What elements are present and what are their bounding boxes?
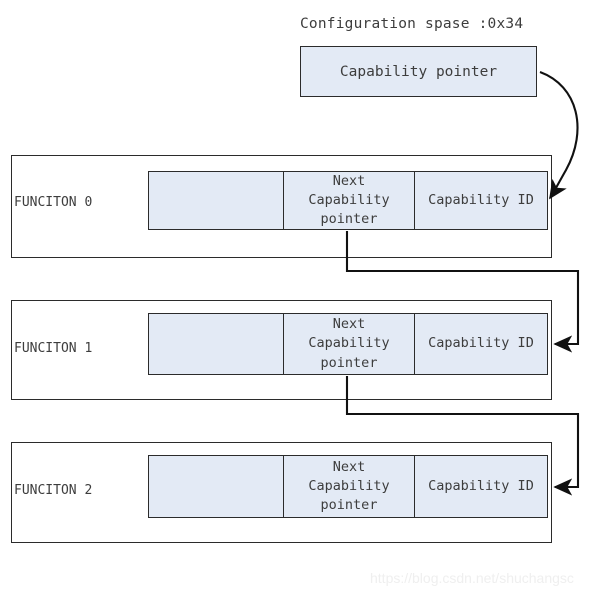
next-cap-ptr-line3-1: pointer bbox=[320, 354, 378, 371]
configuration-space-title: Configuration spase :0x34 bbox=[300, 16, 524, 32]
cell-empty-0 bbox=[149, 172, 283, 229]
next-cap-ptr-line3-2: pointer bbox=[320, 497, 378, 514]
function-row-0 bbox=[11, 155, 552, 258]
function-label-0: FUNCITON 0 bbox=[14, 195, 93, 210]
capability-pointer-label: Capability pointer bbox=[339, 63, 498, 80]
function-row-2 bbox=[11, 442, 552, 543]
watermark: https://blog.csdn.net/shuchangsc bbox=[370, 570, 574, 586]
next-cap-ptr-line1-0: Next bbox=[332, 172, 366, 189]
cell-next-capability-pointer-1: Next Capability pointer bbox=[283, 314, 414, 374]
cell-empty-1 bbox=[149, 314, 283, 374]
cell-capability-id-0: Capability ID bbox=[414, 172, 547, 229]
next-cap-ptr-line2-0: Capability bbox=[308, 191, 390, 208]
cell-capability-id-1: Capability ID bbox=[414, 314, 547, 374]
next-cap-ptr-line1-1: Next bbox=[332, 316, 366, 333]
next-cap-ptr-line1-2: Next bbox=[332, 458, 366, 475]
function-cells-1: Next Capability pointer Capability ID bbox=[148, 313, 548, 375]
function-cells-0: Next Capability pointer Capability ID bbox=[148, 171, 548, 230]
function-row-1 bbox=[11, 300, 552, 400]
function-cells-2: Next Capability pointer Capability ID bbox=[148, 455, 548, 518]
next-cap-ptr-line2-1: Capability bbox=[308, 335, 390, 352]
cell-empty-2 bbox=[149, 456, 283, 517]
cell-next-capability-pointer-2: Next Capability pointer bbox=[283, 456, 414, 517]
function-label-2: FUNCITON 2 bbox=[14, 483, 93, 498]
next-cap-ptr-line3-0: pointer bbox=[320, 211, 378, 228]
cell-capability-id-2: Capability ID bbox=[414, 456, 547, 517]
function-label-1: FUNCITON 1 bbox=[14, 341, 93, 356]
next-cap-ptr-line2-2: Capability bbox=[308, 477, 390, 494]
cell-next-capability-pointer-0: Next Capability pointer bbox=[283, 172, 414, 229]
capability-pointer-box: Capability pointer bbox=[300, 46, 537, 97]
